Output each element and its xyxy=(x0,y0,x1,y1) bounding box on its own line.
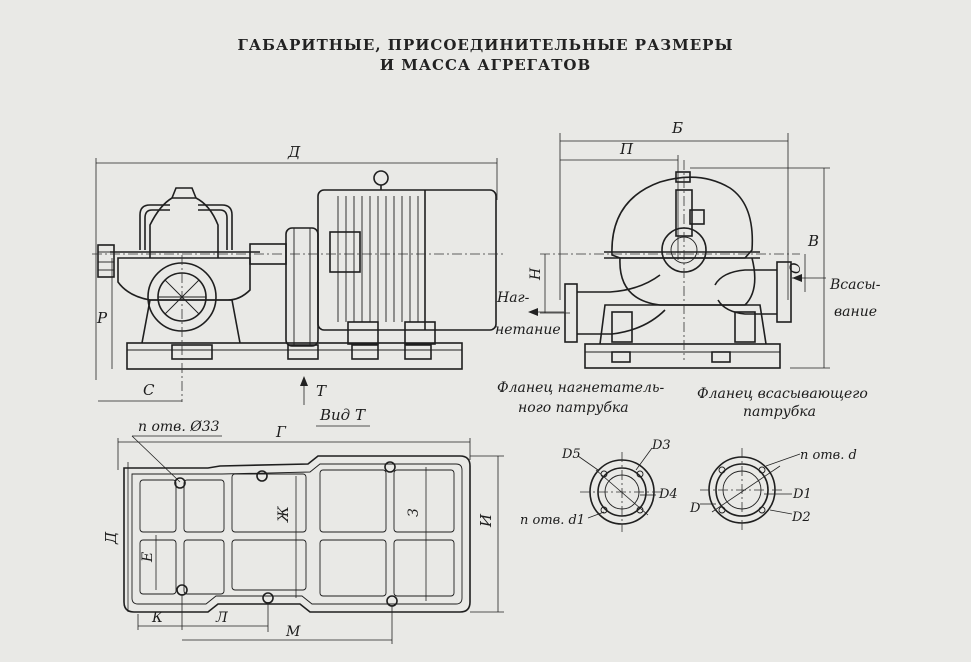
bolt-hole xyxy=(384,461,396,473)
base-pad-3 xyxy=(351,344,379,360)
base-plan-view: n отв. Ø33 Г Д Е xyxy=(102,419,504,644)
volute-lower xyxy=(619,257,756,306)
discharge-label-1: Наг- xyxy=(496,290,530,306)
dim-label-i: И xyxy=(477,513,495,528)
dim-label-p: П xyxy=(619,140,634,158)
dim-label-m: М xyxy=(285,624,301,640)
motor-cooling-fins xyxy=(337,196,419,322)
dim-label-b: Б xyxy=(671,119,683,137)
dim-label-e: Е xyxy=(140,552,156,563)
motor-foot-2 xyxy=(404,321,436,345)
side-view: Д xyxy=(92,143,505,427)
drawing-title-line-2: И МАССА АГРЕГАТОВ xyxy=(379,56,592,74)
discharge-flange-detail: D5 D3 D4 n отв. d1 xyxy=(520,438,678,532)
motor-foot-1 xyxy=(347,321,379,345)
suction-flange-caption-1: Фланец всасывающего xyxy=(697,386,868,402)
pump-top-cap xyxy=(171,187,197,199)
flange-holes-d: n отв. d xyxy=(800,448,857,463)
dim-label-d: Д xyxy=(287,143,301,161)
view-caption: Вид Т xyxy=(319,406,366,424)
base-pad-2 xyxy=(287,344,319,360)
holes-label: n отв. Ø33 xyxy=(138,419,220,435)
suction-label-1: Всасы- xyxy=(829,277,881,293)
view-arrow-head xyxy=(300,376,308,386)
base-pad-4 xyxy=(404,344,432,360)
bolt-hole xyxy=(256,470,268,482)
dim-label-v: В xyxy=(807,232,819,250)
holes-leader xyxy=(131,435,181,483)
pump-casing-upper xyxy=(149,197,219,258)
bolt-hole xyxy=(386,595,398,607)
vent-cap xyxy=(675,171,691,183)
suction-label-2: вание xyxy=(834,304,877,320)
view-arrow-label: Т xyxy=(316,382,327,400)
dim-label-zh: Ж xyxy=(276,505,292,523)
discharge-flange-caption-1: Фланец нагнетатель- xyxy=(497,380,664,396)
flange-d5: D5 xyxy=(561,447,581,462)
dim-label-d-plan: Д xyxy=(102,531,120,545)
dim-label-k: К xyxy=(151,610,164,626)
discharge-label-2: нетание xyxy=(495,322,561,338)
bypass-pipe-right xyxy=(198,204,233,250)
dim-label-h: Н xyxy=(528,267,544,281)
discharge-nozzle xyxy=(577,274,666,335)
coupling-guard xyxy=(285,227,319,347)
bolt-hole xyxy=(262,592,274,604)
dim-label-r: Р xyxy=(96,309,108,327)
base-frame xyxy=(126,342,463,370)
motor-body xyxy=(317,189,497,331)
suction-flange-detail: n отв. d D D1 D2 xyxy=(689,448,857,532)
flange-d4: D4 xyxy=(658,487,678,502)
discharge-flange-caption-2: ного патрубка xyxy=(518,400,629,416)
shaft-end-left xyxy=(97,244,115,278)
base-pad-1 xyxy=(171,344,213,360)
pump-casing-lower xyxy=(117,257,251,301)
suction-flange xyxy=(776,261,792,323)
flange-d: D xyxy=(689,501,701,516)
bypass-pipe-left xyxy=(139,204,170,250)
end-view: Б П В xyxy=(495,119,881,420)
dim-label-z: З xyxy=(406,508,422,517)
dim-label-l: Л xyxy=(215,610,228,626)
drawing-title-line-1: ГАБАРИТНЫЕ, ПРИСОЕДИНИТЕЛЬНЫЕ РАЗМЕРЫ xyxy=(237,36,734,54)
bolt-hole xyxy=(176,584,188,596)
motor-terminal-box xyxy=(329,231,361,273)
flange-d2: D2 xyxy=(791,510,811,525)
dim-label-g: Г xyxy=(275,423,287,441)
volute-upper xyxy=(611,176,754,259)
flange-d3: D3 xyxy=(651,438,671,453)
end-pedestal xyxy=(599,304,767,345)
bolt-hole xyxy=(174,477,186,489)
dim-label-o: О xyxy=(788,262,804,274)
flange-holes-d1: n отв. d1 xyxy=(520,513,585,528)
suction-flange-caption-2: патрубка xyxy=(743,404,816,420)
end-base xyxy=(584,343,781,369)
suction-nozzle xyxy=(714,269,777,315)
dim-label-c: С xyxy=(143,381,155,399)
motor-lifting-eye xyxy=(373,170,389,186)
flange-d1: D1 xyxy=(792,487,812,502)
